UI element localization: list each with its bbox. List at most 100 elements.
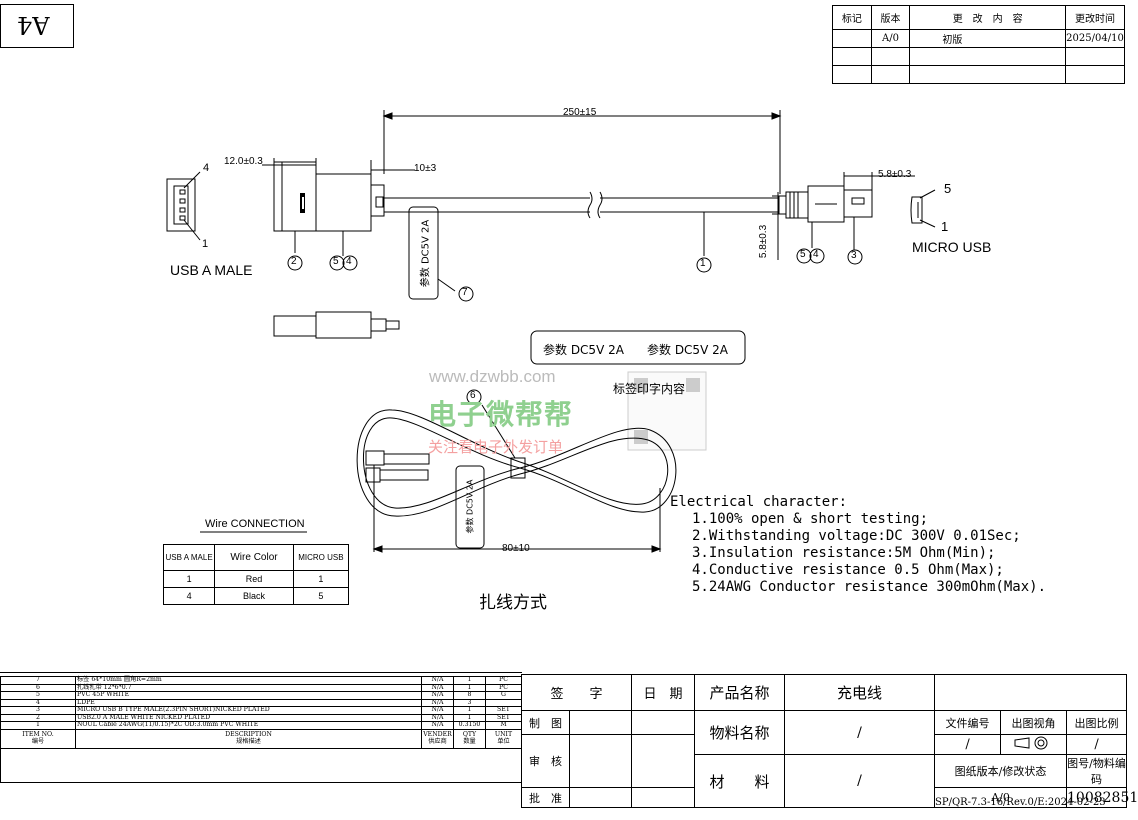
callout-4-micro: 4 (813, 249, 819, 260)
tb-part-no: 10082851 (1066, 787, 1138, 808)
label-note: 标签印字内容 (613, 382, 686, 396)
electrical-item: 5.24AWG Conductor resistance 300mOhm(Max… (692, 579, 1047, 595)
bundling-title: 扎线方式 (479, 593, 547, 613)
wire-cell: 5 (292, 587, 350, 605)
bom-blank-row (0, 747, 522, 783)
tb-blank (934, 674, 1128, 711)
usb-a-overmold (315, 173, 372, 232)
callout-5-micro: 5 (800, 249, 806, 260)
bom-cell: 1 (453, 706, 486, 715)
bom-cell: NOUL Cable 24AWG(11/0.15)*2C OD:3.0mm PV… (75, 721, 422, 730)
wire-cell: 1 (292, 570, 350, 588)
wire-header-micro: MICRO USB (292, 544, 350, 571)
bom-cell: 0.3150 (453, 721, 486, 730)
usb-a-shell (273, 161, 317, 232)
frame-bottom-line (0, 672, 522, 673)
dim-micro-length: 5.8±0.3 (878, 169, 912, 180)
bom-cell: PVC 45P WHITE (75, 691, 422, 700)
tb-row-1: 签 字 日 期 产品名称 充电线 (520, 674, 1128, 711)
callout-6: 6 (470, 390, 476, 401)
coil-tag (455, 465, 485, 549)
callout-4: 4 (346, 256, 352, 267)
tb-row-4: 材 料 / 图纸版本/修改状态 图号/物料编码 (522, 754, 1128, 808)
micro-usb-label: MICRO USB (912, 239, 992, 255)
wire-row: 4 Black 5 (162, 587, 350, 605)
coil-tag-text: 参数 DC5V 2A (465, 479, 475, 534)
callout-5: 5 (333, 256, 339, 267)
micro-pin-1: 1 (941, 219, 949, 234)
micro-usb-end-view (910, 196, 923, 224)
wire-header-color: Wire Color (214, 544, 294, 571)
bom-cell: N/A (421, 706, 454, 715)
revision-row (832, 47, 1126, 66)
dim-usb-a: 12.0±0.3 (224, 156, 263, 167)
callout-7: 7 (462, 287, 468, 298)
usb-a-label: USB A MALE (170, 262, 253, 278)
micro-pin-5: 5 (944, 181, 952, 196)
revision-header: 标记 版本 更 改 内 容 更改时间 (832, 5, 1126, 30)
bom-cell: M (485, 721, 522, 730)
bom-cell: PC (485, 676, 522, 685)
tb-drawing-rev-label: 图纸版本/修改状态 (934, 754, 1068, 788)
wire-connection-table: USB A MALE Wire Color MICRO USB 1 Red 1 … (162, 544, 350, 605)
dim-coil: 80±10 (502, 543, 530, 554)
cable-drawing (166, 110, 936, 553)
electrical-title: Electrical character: (670, 494, 848, 510)
micro-usb-shell (843, 189, 873, 218)
bom-cell: 5 (0, 691, 76, 700)
label-sample-right: 参数 DC5V 2A (647, 343, 728, 357)
bom-cell: N/A (421, 721, 454, 730)
wire-cell: 4 (162, 587, 216, 605)
wire-connection-title: Wire CONNECTION (205, 518, 305, 530)
rev-version-header: 版本 (870, 5, 911, 30)
cable-tie (510, 457, 526, 479)
sheet-size-box: A4 (0, 4, 74, 48)
tb-material-name: / (784, 710, 936, 755)
watermark-url: www.dzwbb.com (429, 367, 556, 386)
bom-cell: G (485, 691, 522, 700)
bom-cell: N/A (421, 691, 454, 700)
wire-header-row: USB A MALE Wire Color MICRO USB (162, 544, 350, 571)
wire-header-usb: USB A MALE (162, 544, 216, 571)
tag-label-outline (408, 206, 439, 300)
tb-drawing-rev: A/0 (934, 787, 1068, 808)
watermark-name: 电子微帮帮 (428, 398, 574, 431)
tb-draw: 制 图 (521, 710, 570, 735)
tb-product-label: 产品名称 (694, 674, 786, 711)
tb-material-name-label: 物料名称 (694, 710, 786, 755)
tb-part-no-label: 图号/物料编码 (1066, 754, 1128, 788)
dim-boot: 10±3 (414, 163, 437, 174)
electrical-item: 1.100% open & short testing; (692, 511, 929, 527)
usb-a-pin-1: 1 (202, 238, 209, 250)
usb-a-pin-4: 4 (203, 162, 210, 174)
tb-row-5: 批 准 A/0 10082851 (521, 787, 1138, 808)
bom-cell: 1 (0, 721, 76, 730)
label-sample-box (530, 330, 746, 365)
tb-view-label: 出图视角 (1000, 710, 1068, 735)
wire-cell: 1 (162, 570, 216, 588)
tb-sign: 签 字 (520, 674, 633, 711)
watermark-slogan: 关注看电子外发订单 (428, 438, 564, 456)
usb-a-end-view (166, 178, 196, 232)
electrical-item: 2.Withstanding voltage:DC 300V 0.01Sec; (692, 528, 1021, 544)
footer-code: SP/QR-7.3-16/Rev.0/E:2024-02-23 (935, 797, 1106, 808)
bom-cell: 8 (453, 691, 486, 700)
tb-material: / (784, 754, 936, 808)
tb-material-label: 材 料 (694, 754, 786, 808)
electrical-item: 4.Conductive resistance 0.5 Ohm(Max); (692, 562, 1004, 578)
bom-cell: 1 (453, 676, 486, 685)
bom-cell: 3 (0, 706, 76, 715)
revision-table: 标记 版本 更 改 内 容 更改时间 A/0 初版 2025/04/10 (832, 5, 1126, 84)
tag-label-text: 参数 DC5V 2A (420, 219, 432, 288)
wire-row: 1 Red 1 (162, 570, 350, 588)
usb-a-strain-relief (370, 184, 385, 217)
electrical-item: 3.Insulation resistance:5M Ohm(Min); (692, 545, 996, 561)
callout-1: 1 (700, 258, 706, 269)
wire-cell: Red (214, 570, 294, 588)
label-sample-left: 参数 DC5V 2A (543, 343, 624, 357)
